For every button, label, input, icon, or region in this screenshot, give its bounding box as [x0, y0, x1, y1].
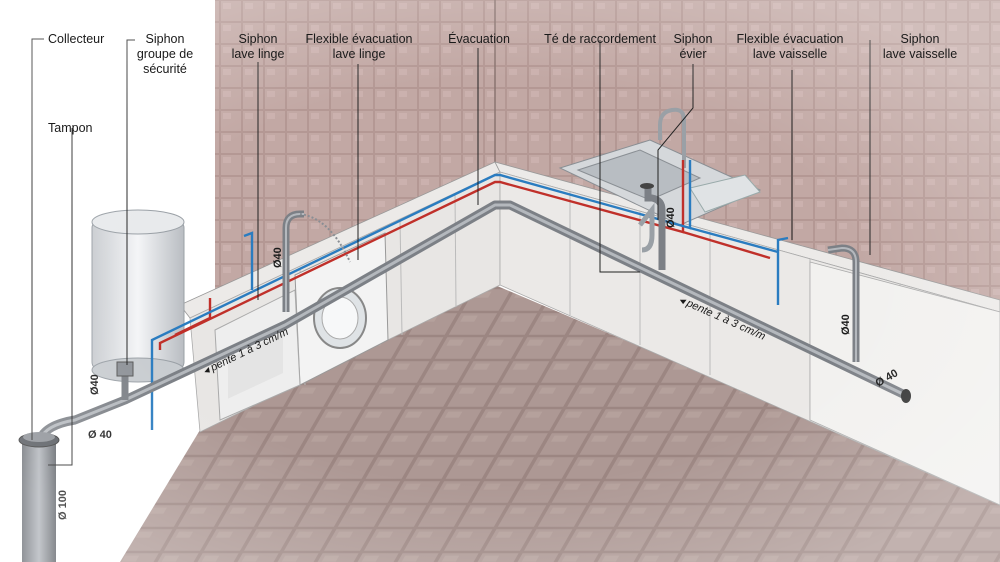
label-siphon-linge-line2: lave linge	[231, 47, 285, 61]
label-siphon-vaisselle-line1: Siphon	[900, 32, 940, 46]
label-flexible-lave-vaisselle: Flexible évacuation lave vaisselle	[728, 32, 852, 62]
label-siphon-securite-line2: groupe de	[136, 47, 194, 61]
label-siphon-linge-line1: Siphon	[238, 32, 278, 46]
label-flexible-lave-linge: Flexible évacuation lave linge	[300, 32, 418, 62]
label-siphon-evier-line1: Siphon	[673, 32, 713, 46]
label-siphon-lave-vaisselle: Siphon lave vaisselle	[872, 32, 968, 62]
label-tampon: Tampon	[48, 121, 93, 135]
label-flexible-vaisselle-line1: Flexible évacuation	[736, 32, 844, 46]
label-flexible-vaisselle-line2: lave vaisselle	[752, 47, 828, 61]
label-te-raccordement: Té de raccordement	[544, 32, 656, 46]
label-flexible-linge-line1: Flexible évacuation	[305, 32, 413, 46]
label-siphon-evier: Siphon évier	[668, 32, 718, 62]
label-evacuation: Évacuation	[448, 32, 510, 46]
label-collecteur: Collecteur	[48, 32, 105, 46]
label-flexible-linge-line2: lave linge	[332, 47, 386, 61]
label-siphon-evier-line2: évier	[679, 47, 707, 61]
label-siphon-securite: Siphon groupe de sécurité	[135, 32, 195, 77]
label-siphon-vaisselle-line2: lave vaisselle	[882, 47, 958, 61]
label-siphon-lave-linge: Siphon lave linge	[225, 32, 291, 62]
label-siphon-securite-line1: Siphon	[145, 32, 185, 46]
label-siphon-securite-line3: sécurité	[143, 62, 187, 76]
